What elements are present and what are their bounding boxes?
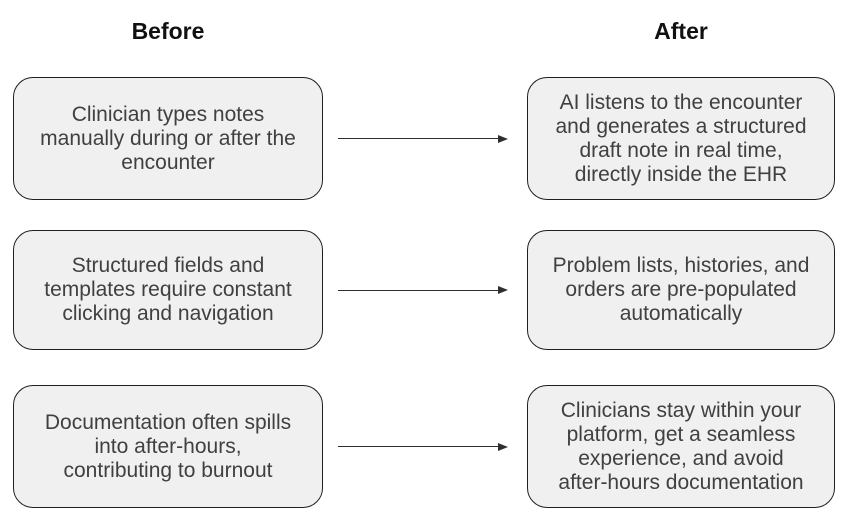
- after-box-3-text: Clinicians stay within your platform, ge…: [558, 398, 804, 494]
- arrow-head: [498, 134, 508, 143]
- arrow-line: [338, 446, 498, 447]
- diagram-row-1: Clinician types notes manually during or…: [0, 77, 846, 200]
- arrow-line: [338, 289, 498, 291]
- after-box-3: Clinicians stay within your platform, ge…: [527, 385, 835, 508]
- arrow-right-icon: [338, 134, 508, 144]
- before-box-2: Structured fields and templates require …: [13, 230, 323, 350]
- diagram-row-3: Documentation often spills into after-ho…: [0, 385, 846, 508]
- before-box-3-text: Documentation often spills into after-ho…: [44, 410, 292, 482]
- arrow-head: [498, 442, 508, 451]
- arrow-right-icon: [338, 285, 508, 295]
- diagram-row-2: Structured fields and templates require …: [0, 230, 846, 350]
- before-box-1: Clinician types notes manually during or…: [13, 77, 323, 200]
- after-column-header: After: [654, 18, 708, 44]
- after-box-1-text: AI listens to the encounter and generate…: [555, 90, 807, 186]
- after-box-2-text: Problem lists, histories, and orders are…: [552, 254, 810, 325]
- before-box-2-text: Structured fields and templates require …: [44, 254, 292, 325]
- arrow-right-icon: [338, 442, 508, 452]
- arrow-head: [498, 286, 508, 294]
- before-box-1-text: Clinician types notes manually during or…: [40, 102, 296, 174]
- arrow-line: [338, 138, 498, 139]
- after-box-2: Problem lists, histories, and orders are…: [527, 230, 835, 350]
- before-column-header: Before: [131, 18, 205, 44]
- after-box-1: AI listens to the encounter and generate…: [527, 77, 835, 200]
- before-box-3: Documentation often spills into after-ho…: [13, 385, 323, 508]
